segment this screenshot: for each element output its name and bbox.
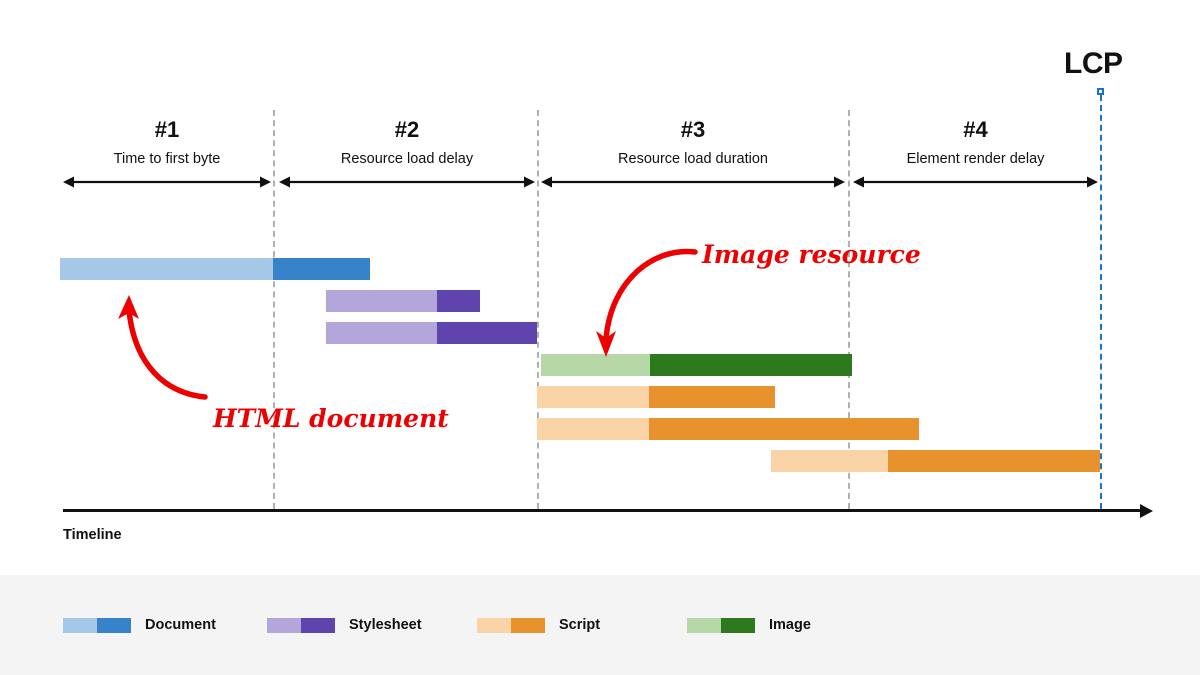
bar-segment-wait — [60, 258, 273, 280]
bar-segment-wait — [326, 322, 437, 344]
legend-item-stylesheet: Stylesheet — [267, 617, 422, 633]
phase-span-arrow-4 — [853, 176, 1098, 188]
phase-span-arrow-1 — [63, 176, 271, 188]
script-request-3 — [771, 450, 1100, 472]
legend-swatch-light — [687, 617, 721, 633]
bar-segment-transfer — [649, 418, 919, 440]
phase-divider-3 — [848, 110, 850, 509]
legend-label: Stylesheet — [349, 617, 422, 633]
image-resource-arrow-icon — [596, 248, 698, 357]
bar-segment-transfer — [888, 450, 1100, 472]
script-request-2 — [537, 418, 919, 440]
legend-swatch-document — [63, 617, 131, 633]
timeline-axis — [63, 509, 1140, 512]
phase-divider-2 — [537, 110, 539, 509]
bar-segment-wait — [537, 418, 649, 440]
legend-swatch-stylesheet — [267, 617, 335, 633]
html-document-annotation: HTML document — [213, 404, 449, 433]
phase-number: #1 — [154, 117, 180, 142]
lcp-label: LCP — [1064, 47, 1123, 80]
legend-footer: Document Stylesheet Script Image — [0, 575, 1200, 675]
legend-label: Document — [145, 617, 216, 633]
script-request-1 — [537, 386, 775, 408]
legend-swatch-light — [477, 617, 511, 633]
bar-segment-wait — [537, 386, 649, 408]
bar-segment-transfer — [650, 354, 852, 376]
lcp-marker-icon — [1097, 88, 1104, 95]
phase-name: Resource load delay — [340, 151, 474, 167]
legend-item-script: Script — [477, 617, 600, 633]
phase-number: #4 — [963, 117, 988, 142]
html-document-arrow-icon — [118, 295, 208, 400]
phase-name: Resource load duration — [618, 151, 768, 167]
legend-swatch-dark — [511, 617, 545, 633]
bar-segment-transfer — [649, 386, 775, 408]
phase-span-arrow-2 — [279, 176, 535, 188]
bar-segment-wait — [326, 290, 437, 312]
phase-name: Time to first byte — [113, 151, 221, 167]
stylesheet-request-2 — [326, 322, 537, 344]
legend-label: Image — [769, 617, 811, 633]
legend-label: Script — [559, 617, 601, 633]
image-request — [541, 354, 852, 376]
bar-segment-wait — [771, 450, 888, 472]
legend-swatch-dark — [721, 617, 755, 633]
bar-segment-transfer — [437, 322, 537, 344]
legend-swatch-image — [687, 617, 755, 633]
image-resource-annotation: Image resource — [702, 240, 921, 269]
timeline-label: Timeline — [63, 527, 122, 543]
bar-segment-transfer — [273, 258, 370, 280]
legend-swatch-light — [267, 617, 301, 633]
phase-number: #2 — [394, 117, 420, 142]
bar-segment-wait — [541, 354, 650, 376]
document-request — [60, 258, 370, 280]
phase-span-arrow-3 — [541, 176, 845, 188]
legend-swatch-dark — [97, 617, 131, 633]
legend-item-image: Image — [687, 617, 811, 633]
legend-swatch-script — [477, 617, 545, 633]
phase-divider-1 — [273, 110, 275, 509]
timeline-arrow-icon — [1140, 504, 1153, 518]
legend-swatch-dark — [301, 617, 335, 633]
lcp-dashed-line — [1100, 95, 1102, 509]
bar-segment-transfer — [437, 290, 480, 312]
phase-name: Element render delay — [906, 151, 1045, 167]
legend-swatch-light — [63, 617, 97, 633]
phase-number: #3 — [680, 117, 706, 142]
stylesheet-request-1 — [326, 290, 480, 312]
legend-item-document: Document — [63, 617, 216, 633]
